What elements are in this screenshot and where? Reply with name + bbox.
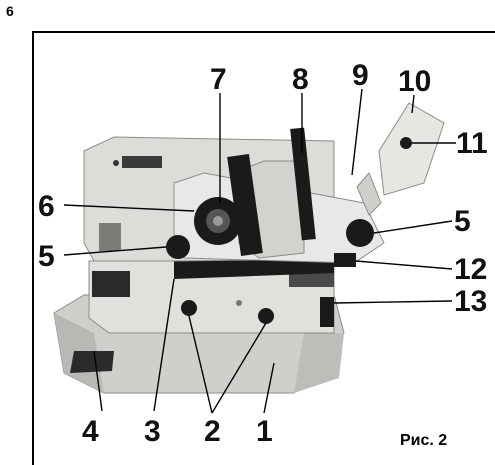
callout-1: 1 (256, 415, 273, 448)
callout-5-right: 5 (454, 205, 471, 238)
callout-13: 13 (454, 285, 487, 318)
callout-5-left: 5 (38, 240, 55, 273)
bolt-left (166, 235, 190, 259)
leader-lines (63, 88, 456, 414)
wheel-7 (194, 197, 242, 245)
machine-photo: 1 2 3 4 5 5 6 7 8 9 10 11 12 13 (38, 59, 488, 448)
callout-9: 9 (352, 59, 369, 92)
blade (174, 259, 334, 279)
figure-caption: Рис. 2 (400, 432, 448, 449)
callout-2: 2 (204, 415, 221, 448)
bolt-right (346, 219, 374, 247)
frame-left-border (32, 31, 34, 465)
handle-8 (290, 127, 316, 241)
callout-7: 7 (210, 63, 227, 96)
machine-lower-body (88, 260, 335, 334)
page-number: 6 (6, 3, 14, 19)
guard-assembly (356, 102, 445, 216)
callout-8: 8 (292, 63, 309, 96)
callout-12: 12 (454, 253, 487, 286)
frame-top-border (32, 31, 495, 33)
callout-4: 4 (82, 415, 99, 448)
callout-11: 11 (456, 127, 488, 160)
callout-3: 3 (144, 415, 161, 448)
machine-figure: 1 2 3 4 5 5 6 7 8 9 10 11 12 13 (34, 33, 495, 465)
callout-10: 10 (398, 65, 431, 98)
callout-labels: 1 2 3 4 5 5 6 7 8 9 10 11 12 13 (38, 59, 488, 448)
element-12 (334, 253, 356, 267)
callout-6: 6 (38, 190, 55, 223)
